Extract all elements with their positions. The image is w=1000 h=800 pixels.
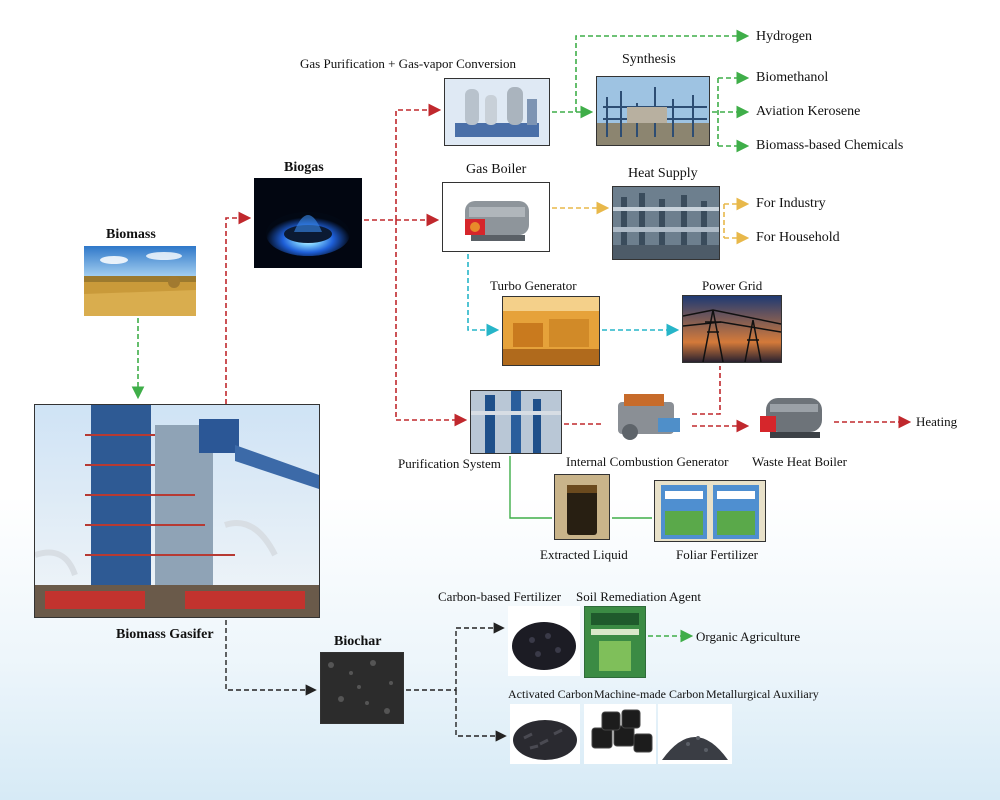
arrow-purification-to-extracted-liquid — [509, 456, 552, 519]
synthesis-image — [596, 76, 710, 146]
metallurgical-auxiliary-label: Metallurgical Auxiliary — [706, 687, 819, 701]
gas-purification-label: Gas Purification + Gas-vapor Conversion — [300, 56, 517, 71]
turbo-generator-image — [502, 296, 600, 366]
biomass-gasifier-image — [34, 404, 320, 618]
extracted-liquid-label: Extracted Liquid — [540, 547, 628, 562]
activated-carbon-label: Activated Carbon — [508, 687, 593, 701]
purification-system-label: Purification System — [398, 456, 501, 471]
arrow-gasifier-to-biogas — [225, 211, 252, 404]
foliar-fertilizer-label: Foliar Fertilizer — [676, 547, 758, 562]
arrow-biochar-to-carbon-products — [455, 690, 507, 742]
hydrogen-label: Hydrogen — [756, 29, 812, 44]
machine-made-carbon-image — [584, 704, 656, 764]
arrow-ice-to-power-grid — [692, 366, 721, 415]
for-household-label: For Household — [756, 230, 840, 245]
extracted-liquid-image — [554, 474, 610, 540]
soil-remediation-agent-image — [584, 606, 646, 678]
carbon-based-fertilizer-image — [508, 606, 580, 676]
power-grid-label: Power Grid — [702, 278, 763, 293]
biomethanol-label: Biomethanol — [756, 70, 829, 85]
organic-agriculture-label: Organic Agriculture — [696, 629, 801, 644]
arrow-biogas-to-gas-purification — [395, 103, 442, 220]
heat-supply-label: Heat Supply — [628, 166, 698, 181]
arrow-biochar-to-products — [406, 622, 505, 691]
biogas-label: Biogas — [284, 160, 324, 175]
synthesis-label: Synthesis — [622, 52, 676, 67]
internal-combustion-generator-label: Internal Combustion Generator — [566, 454, 729, 469]
gas-boiler-image — [442, 182, 550, 252]
biochar-image — [320, 652, 404, 724]
biomass-label: Biomass — [106, 227, 156, 242]
biogas-flame-image — [254, 178, 362, 268]
carbon-based-fertilizer-label: Carbon-based Fertilizer — [438, 589, 562, 604]
biomass-image — [84, 246, 196, 316]
arrow-gasifier-to-biochar — [225, 620, 317, 696]
biomass-based-chemicals-label: Biomass-based Chemicals — [756, 138, 904, 153]
aviation-kerosene-label: Aviation Kerosene — [756, 104, 861, 119]
machine-made-carbon-label: Machine-made Carbon — [594, 687, 705, 701]
biomass-gasifier-label: Biomass Gasifer — [116, 627, 214, 642]
soil-remediation-agent-label: Soil Remediation Agent — [576, 589, 701, 604]
waste-heat-boiler-image — [752, 386, 832, 448]
gas-purification-image — [444, 78, 550, 146]
waste-heat-boiler-label: Waste Heat Boiler — [752, 454, 847, 469]
biochar-label: Biochar — [334, 634, 382, 649]
heat-supply-image — [612, 186, 720, 260]
gas-boiler-label: Gas Boiler — [466, 162, 527, 177]
purification-system-image — [470, 390, 562, 454]
foliar-fertilizer-image — [654, 480, 766, 542]
for-industry-label: For Industry — [756, 196, 826, 211]
heating-label: Heating — [916, 414, 958, 429]
activated-carbon-image — [510, 704, 580, 764]
power-grid-image — [682, 295, 782, 363]
turbo-generator-label: Turbo Generator — [490, 278, 577, 293]
metallurgical-auxiliary-image — [658, 704, 732, 764]
internal-combustion-generator-image — [606, 388, 690, 448]
